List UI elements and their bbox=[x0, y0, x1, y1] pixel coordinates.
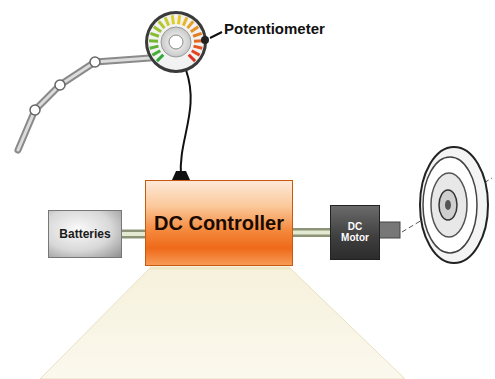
cable-inner bbox=[122, 232, 145, 236]
dial-tick bbox=[192, 51, 200, 55]
dial-tick bbox=[193, 33, 202, 36]
cable-inner bbox=[293, 231, 330, 235]
dial-tick bbox=[191, 27, 198, 32]
controller-box: DC Controller bbox=[145, 180, 293, 266]
dial-tick bbox=[154, 27, 161, 32]
signal-wire bbox=[181, 70, 191, 176]
potentiometer-dial bbox=[145, 11, 209, 73]
dial-tick bbox=[157, 55, 163, 61]
box-label: DC Controller bbox=[154, 213, 284, 234]
dial-tick bbox=[189, 55, 195, 61]
pedal-arm bbox=[18, 57, 150, 150]
cable-outer bbox=[293, 228, 330, 237]
battery-box: Batteries bbox=[48, 210, 122, 258]
dial-tick bbox=[183, 17, 187, 25]
dial-tick bbox=[152, 51, 160, 55]
power-cable bbox=[293, 232, 330, 233]
wheel bbox=[402, 147, 492, 263]
motor-box: DC Motor bbox=[330, 205, 380, 260]
box-label: DC Motor bbox=[334, 222, 376, 243]
part-label: Potentiometer bbox=[224, 20, 325, 37]
dial-tick bbox=[178, 15, 179, 24]
dial-tick bbox=[194, 46, 203, 48]
dial-tick bbox=[159, 21, 165, 28]
dial-tick bbox=[187, 21, 193, 28]
cable-outer bbox=[122, 230, 145, 239]
dial-tick bbox=[165, 17, 169, 25]
dial-tick bbox=[172, 15, 173, 24]
leader-line bbox=[210, 32, 222, 38]
power-cable bbox=[122, 234, 145, 235]
floor-edge bbox=[150, 267, 290, 270]
dial-tick bbox=[150, 33, 159, 36]
dial-tick bbox=[149, 39, 158, 42]
box-label: Batteries bbox=[59, 228, 110, 241]
dial-tick bbox=[150, 46, 159, 48]
floor-shadow bbox=[40, 268, 405, 379]
motor-shaft bbox=[378, 222, 400, 238]
wire-connector bbox=[172, 171, 190, 180]
